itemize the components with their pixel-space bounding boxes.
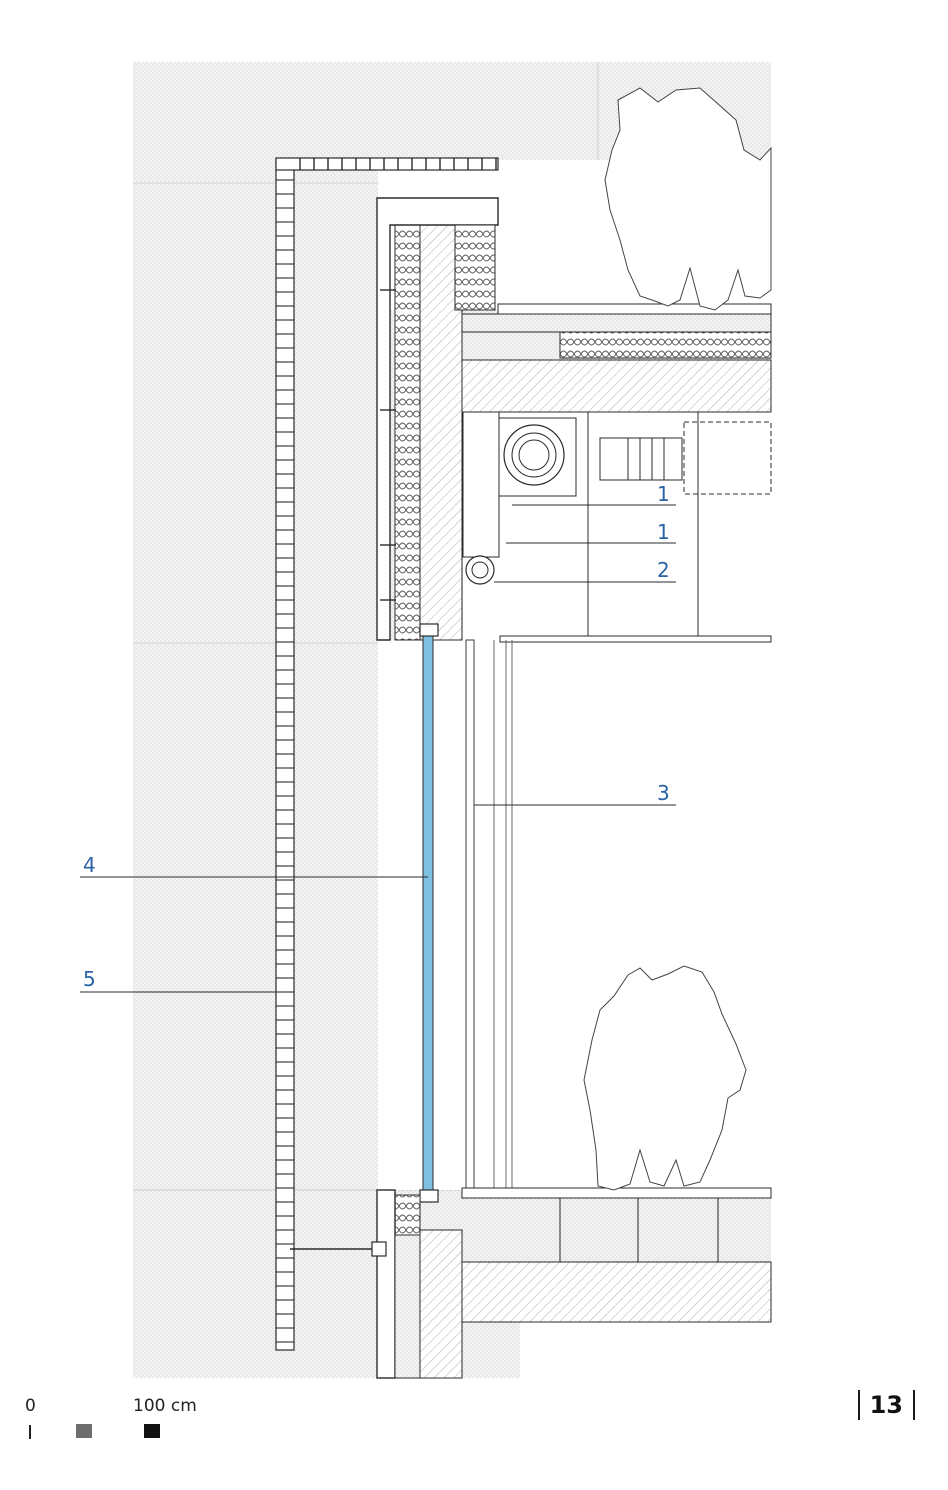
callout-3: 3 [657,781,670,805]
parapet-upper-insul [454,224,496,311]
floor-slab [461,1261,772,1323]
ceiling-hangers [587,412,699,638]
inner-blind [465,639,475,1193]
roof-insulation [559,331,772,359]
roof-slab [461,359,772,413]
page-number: 13 [869,1391,903,1419]
page-number-block: 13 [858,1390,915,1420]
duct-box [491,417,577,497]
duct-round [503,424,565,486]
fin-ticks [276,158,497,1343]
roof-topping [497,303,772,315]
callout-leaders [80,504,676,993]
callout-1-duct: 1 [657,482,670,506]
blind-guides [493,640,513,1192]
floor-pedestals [559,1198,719,1262]
callout-2: 2 [657,558,670,582]
glazing-head [419,623,439,637]
cladding-brackets [380,289,396,601]
duct-flex [599,437,683,481]
suspended-ceiling [499,635,772,643]
lower-void [520,1322,771,1378]
parapet-cap [376,197,499,641]
page-number-left-rule [858,1390,860,1420]
diffuser-dashed [683,421,772,495]
callout-4: 4 [83,853,96,877]
slab-edge-insul [394,1194,421,1236]
glazing-pane [422,633,434,1199]
page-number-right-rule [913,1390,915,1420]
callout-5: 5 [83,967,96,991]
scale-grey-block [76,1424,92,1438]
lower-cladding [376,1189,396,1379]
roof-screed [459,313,772,333]
people-silhouette-lower [583,965,747,1191]
scale-zero-tick [29,1425,31,1439]
slab-edge [419,1229,463,1379]
lower-wall-dots [394,1234,421,1379]
glazing-sill [419,1189,439,1203]
people-silhouette-upper [604,87,772,311]
callout-1-hanger: 1 [657,520,670,544]
blind-roller [465,555,495,585]
blind-box [462,411,500,558]
scale-black-block [144,1424,160,1438]
fin-column [275,157,499,1351]
scale-start-label: 0 [25,1396,36,1416]
scale-end-label: 100 cm [133,1396,197,1416]
parapet-insulation [394,224,421,641]
